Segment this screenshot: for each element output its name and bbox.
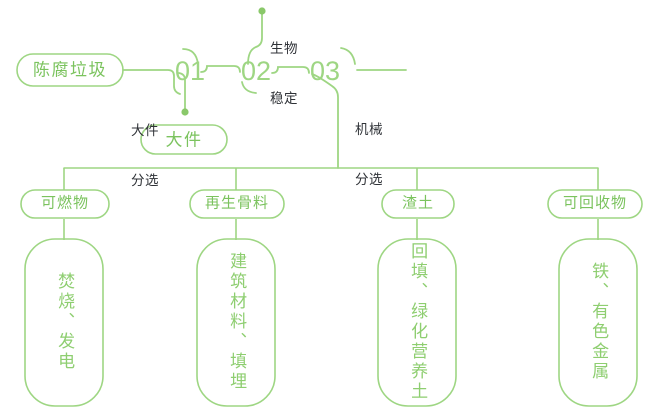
branch-pill-1-shape[interactable] [20,189,110,219]
branch-pill-4-shape[interactable] [547,189,643,219]
outcome-box-2-shape[interactable] [196,238,276,407]
outcome-box-3-shape[interactable] [377,238,457,407]
connector-source-to-01 [122,69,181,95]
stage-03-arc [340,47,356,65]
source-pill-shape[interactable] [16,53,124,87]
stage-01-arc [182,48,199,65]
dajian-branch-dot [181,108,189,116]
connector-01-to-02 [200,65,241,73]
branch-pill-2-shape[interactable] [189,189,285,219]
outcome-box-4-shape[interactable] [558,238,638,407]
connector-02-to-03 [271,66,310,74]
branch-pill-3-shape[interactable] [381,189,455,219]
connector-01-to-dajian [178,72,186,111]
outcome-box-1-shape[interactable] [24,238,104,407]
stage-02-arc [241,81,257,94]
biostable-branch-dot [258,7,266,15]
connector-03-to-distribution [311,73,339,169]
connector-02-to-biostable [247,13,263,65]
dajian-pill-shape[interactable] [140,124,228,155]
